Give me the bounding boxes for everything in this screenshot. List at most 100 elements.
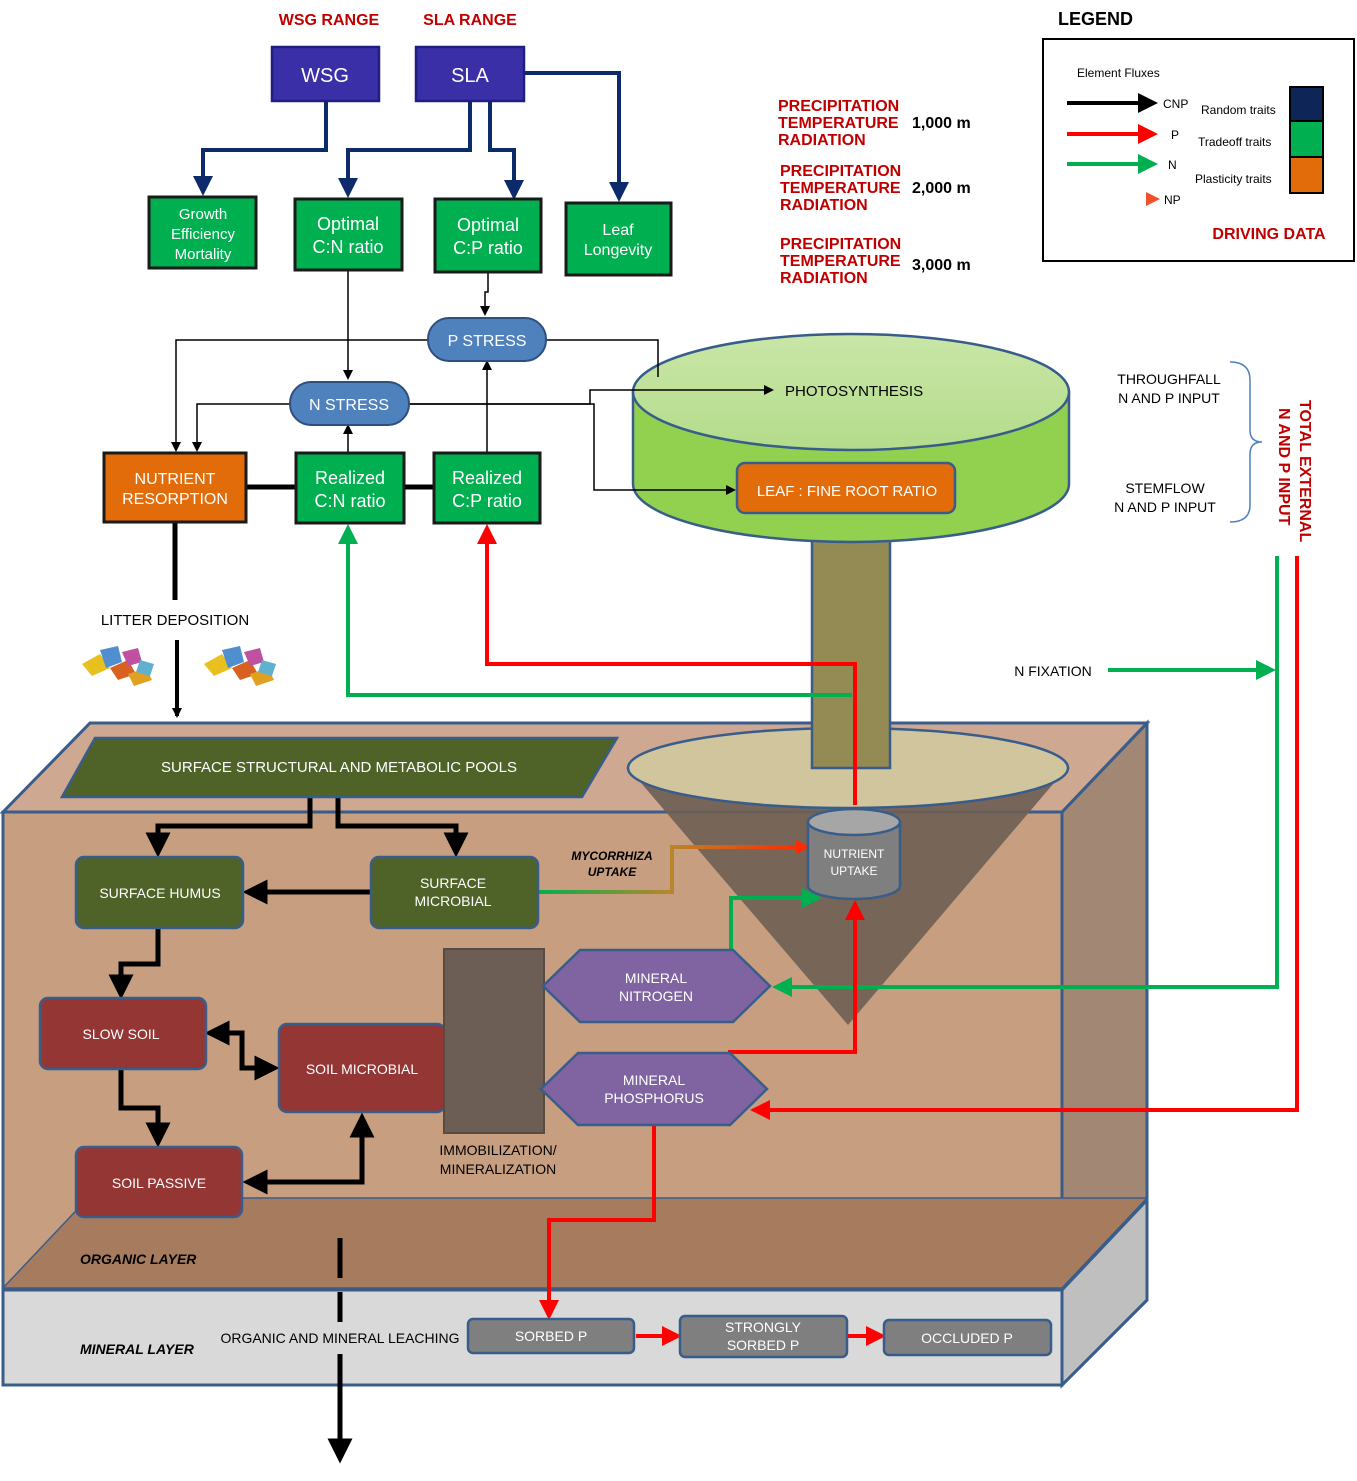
arrow-minn-uptake <box>729 888 822 952</box>
external-inputs: THROUGHFALL N AND P INPUT STEMFLOW N AND… <box>1014 361 1313 679</box>
p-stress-label: P STRESS <box>448 333 527 350</box>
immobilization-bar <box>443 948 545 1134</box>
p-stress-pill <box>427 317 547 362</box>
surface-pools-box <box>59 736 620 799</box>
climate-3-line-1: PRECIPITATION <box>780 236 901 253</box>
realized-cn-box <box>294 451 406 525</box>
climate-3-line-2: TEMPERATURE <box>780 253 901 270</box>
trunk <box>810 518 892 770</box>
climate-2-line-3: RADIATION <box>780 197 868 214</box>
legend: LEGEND Element Fluxes CNP P N NP Random … <box>1042 9 1355 262</box>
organic-layer-label: ORGANIC LAYER <box>80 1251 197 1267</box>
stemflow-line-1: STEMFLOW <box>1125 480 1205 496</box>
leaching-label: ORGANIC AND MINERAL LEACHING <box>220 1330 459 1346</box>
soil-passive-box <box>74 1145 244 1219</box>
soil-pools: SURFACE STRUCTURAL AND METABOLIC POOLS S… <box>38 736 1053 1359</box>
optimal-cn-line-2: C:N ratio <box>312 237 383 257</box>
arrow-nstress-leafroot <box>409 403 736 495</box>
nutrient-uptake-cylinder: NUTRIENT UPTAKE <box>806 807 902 901</box>
mycorrhiza-line-1: MYCORRHIZA <box>571 849 652 863</box>
climate-1-line-2: TEMPERATURE <box>778 115 899 132</box>
mineral-nitrogen-line-1: MINERAL <box>625 970 687 986</box>
arrow-wsg-growth <box>193 102 328 196</box>
slow-soil-box <box>38 996 208 1071</box>
mycorrhiza-line-2: UPTAKE <box>588 865 637 879</box>
occluded-p-label: OCCLUDED P <box>921 1330 1013 1346</box>
arrow-uptake-realcn <box>338 524 852 697</box>
mineral-phosphorus-hex <box>539 1051 769 1127</box>
strongly-sorbed-p-line-1: STRONGLY <box>725 1319 802 1335</box>
surface-humus-label: SURFACE HUMUS <box>99 885 220 901</box>
climate-2-line-2: TEMPERATURE <box>780 180 901 197</box>
optimal-cn-box <box>293 197 404 272</box>
realized-cp-line-2: C:P ratio <box>452 491 522 511</box>
line-pstress-canopy <box>547 339 659 377</box>
optimal-cp-line-2: C:P ratio <box>453 238 523 258</box>
climate-drivers: PRECIPITATION TEMPERATURE RADIATION 1,00… <box>778 98 971 287</box>
mineral-layer-label: MINERAL LAYER <box>80 1341 195 1357</box>
leaf-longevity-line-2: Longevity <box>584 242 653 259</box>
legend-random-swatch <box>1289 86 1324 122</box>
sla-range-label: SLA RANGE <box>423 12 517 29</box>
legend-np-arrow-head <box>1146 192 1160 206</box>
legend-cnp-label: CNP <box>1163 97 1188 111</box>
arrow-humus-slowsoil <box>108 928 161 1000</box>
trait-boxes: WSG RANGE SLA RANGE WSG SLA Growth Effic… <box>101 12 957 629</box>
arrow-ext-minp <box>750 556 1299 1120</box>
legend-random-label: Random traits <box>1201 103 1276 117</box>
legend-title: LEGEND <box>1058 9 1133 29</box>
nutrient-uptake-line-1: NUTRIENT <box>824 847 885 861</box>
strongly-sorbed-p-line-2: SORBED P <box>727 1337 799 1353</box>
wsg-range-label: WSG RANGE <box>279 12 380 29</box>
arrow-ext-minn <box>772 556 1279 997</box>
immobilization-line-1: IMMOBILIZATION/ <box>439 1142 556 1158</box>
nutrient-resorption-line-1: NUTRIENT <box>135 471 216 488</box>
optimal-cn-line-1: Optimal <box>317 214 379 234</box>
arrow-nstress-resorption <box>192 403 290 452</box>
litter-deposition-label: LITTER DEPOSITION <box>101 612 249 629</box>
legend-driving-label: DRIVING DATA <box>1212 226 1326 243</box>
arrow-sla-leaflong <box>524 71 629 202</box>
mineral-phosphorus-line-2: PHOSPHORUS <box>604 1090 704 1106</box>
nutrient-uptake-line-2: UPTAKE <box>830 864 877 878</box>
strongly-sorbed-p-box <box>678 1314 849 1359</box>
surface-humus-box <box>74 855 245 930</box>
sorbed-p-label: SORBED P <box>515 1328 587 1344</box>
optimal-cp-line-1: Optimal <box>457 215 519 235</box>
leaf-fine-root-box <box>735 461 957 515</box>
input-brace <box>1229 361 1263 523</box>
wsg-label: WSG <box>301 65 349 87</box>
climate-1-line-1: PRECIPITATION <box>778 98 899 115</box>
growth-box <box>147 195 258 270</box>
legend-n-label: N <box>1168 158 1177 172</box>
slow-soil-label: SLOW SOIL <box>82 1026 159 1042</box>
growth-line-2: Efficiency <box>171 226 235 243</box>
legend-tradeoff-label: Tradeoff traits <box>1198 135 1271 149</box>
mineral-nitrogen-line-2: NITROGEN <box>619 988 693 1004</box>
arrow-minp-uptake <box>728 900 865 1054</box>
n-stress-label: N STRESS <box>309 397 389 414</box>
legend-fluxes-title: Element Fluxes <box>1077 66 1160 80</box>
arrow-sla-optcp <box>488 102 524 200</box>
realized-cp-box <box>432 451 542 525</box>
arrow-sla-optcn <box>338 102 472 198</box>
mineral-phosphorus-line-1: MINERAL <box>623 1072 685 1088</box>
arrow-pstress-resorption <box>171 339 428 452</box>
photosynthesis-label: PHOTOSYNTHESIS <box>785 383 923 400</box>
growth-line-1: Growth <box>179 206 227 223</box>
total-external-line-1: TOTAL EXTERNAL <box>1296 400 1313 542</box>
n-stress-pill <box>289 381 410 426</box>
growth-line-3: Mortality <box>175 246 232 263</box>
legend-plasticity-swatch <box>1289 156 1324 194</box>
legend-p-label: P <box>1171 128 1179 142</box>
arrow-optcp-pstress <box>480 272 490 316</box>
surface-microbial-box <box>369 855 540 930</box>
climate-3-elevation: 3,000 m <box>912 257 971 274</box>
surface-pools-label: SURFACE STRUCTURAL AND METABOLIC POOLS <box>161 759 517 776</box>
wsg-box <box>270 45 381 103</box>
arrow-mycorrhiza-head <box>796 840 810 854</box>
arrow-minp-sorbed <box>539 1126 656 1320</box>
climate-2-elevation: 2,000 m <box>912 180 971 197</box>
litter-leaves-icon-right <box>204 646 276 686</box>
n-fixation-label: N FIXATION <box>1014 663 1092 679</box>
